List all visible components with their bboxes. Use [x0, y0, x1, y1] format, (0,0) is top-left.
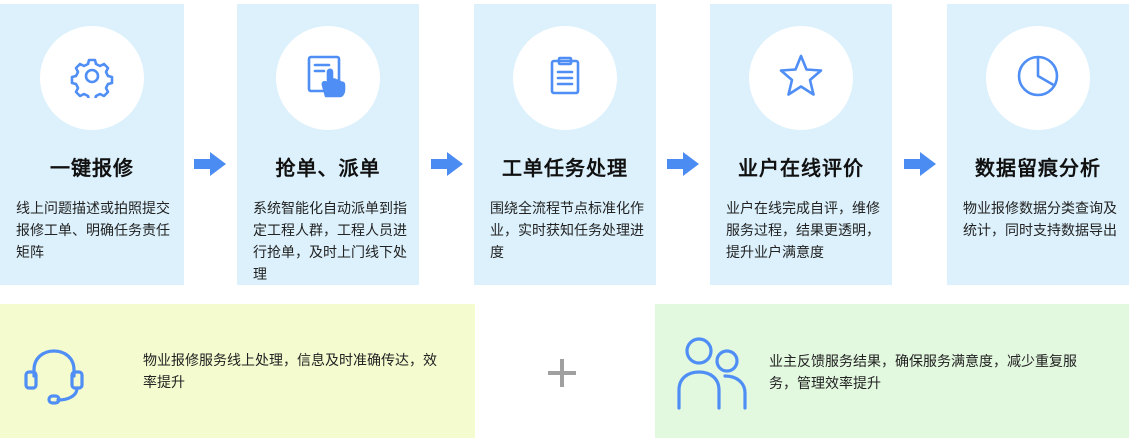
- step-card-5: 数据留痕分析 物业报修数据分类查询及统计，同时支持数据导出: [947, 4, 1129, 285]
- pie-chart-icon: [1014, 52, 1062, 104]
- headset-icon: [22, 346, 86, 410]
- clipboard-icon: [543, 54, 587, 102]
- step-description: 线上问题描述或拍照提交报修工单、明确任务责任矩阵: [16, 201, 170, 261]
- benefit-text: 物业报修服务线上处理，信息及时准确传达，效率提升: [143, 353, 437, 391]
- step-title: 一键报修: [50, 156, 134, 180]
- step-title: 数据留痕分析: [975, 156, 1101, 180]
- step-card-2: 抢单、派单 系统智能化自动派单到指定工程人群，工程人员进行抢单，及时上门线下处理: [237, 4, 419, 285]
- hand-tap-icon: [304, 52, 352, 104]
- step-description: 系统智能化自动派单到指定工程人群，工程人员进行抢单，及时上门线下处理: [253, 201, 407, 283]
- step-icon-circle: [749, 26, 853, 130]
- arrow-right-icon: [667, 152, 699, 176]
- benefit-text: 业主反馈服务结果，确保服务满意度，减少重复服务，管理效率提升: [769, 354, 1077, 392]
- benefit-panel-right: 业主反馈服务结果，确保服务满意度，减少重复服务，管理效率提升: [655, 304, 1129, 438]
- step-icon-circle: [986, 26, 1090, 130]
- step-description: 围绕全流程节点标准化作业，实时获知任务处理进度: [490, 201, 644, 261]
- benefit-panel-left: 物业报修服务线上处理，信息及时准确传达，效率提升: [0, 304, 475, 438]
- step-card-4: 业户在线评价 业户在线完成自评，维修服务过程，结果更透明，提升业户满意度: [710, 4, 892, 285]
- step-title: 业户在线评价: [738, 156, 864, 180]
- plus-icon: [546, 357, 578, 389]
- step-card-1: 一键报修 线上问题描述或拍照提交报修工单、明确任务责任矩阵: [0, 4, 184, 285]
- step-title: 抢单、派单: [275, 156, 381, 180]
- arrow-right-icon: [194, 152, 226, 176]
- step-icon-circle: [276, 26, 380, 130]
- step-description: 业户在线完成自评，维修服务过程，结果更透明，提升业户满意度: [726, 201, 880, 261]
- step-title: 工单任务处理: [502, 156, 628, 180]
- step-icon-circle: [40, 26, 144, 130]
- arrow-right-icon: [431, 152, 463, 176]
- users-icon: [675, 334, 749, 418]
- step-card-3: 工单任务处理 围绕全流程节点标准化作业，实时获知任务处理进度: [474, 4, 656, 285]
- arrow-right-icon: [904, 152, 936, 176]
- gear-icon: [70, 54, 114, 102]
- step-description: 物业报修数据分类查询及统计，同时支持数据导出: [963, 201, 1117, 239]
- star-icon: [777, 52, 825, 104]
- step-icon-circle: [513, 26, 617, 130]
